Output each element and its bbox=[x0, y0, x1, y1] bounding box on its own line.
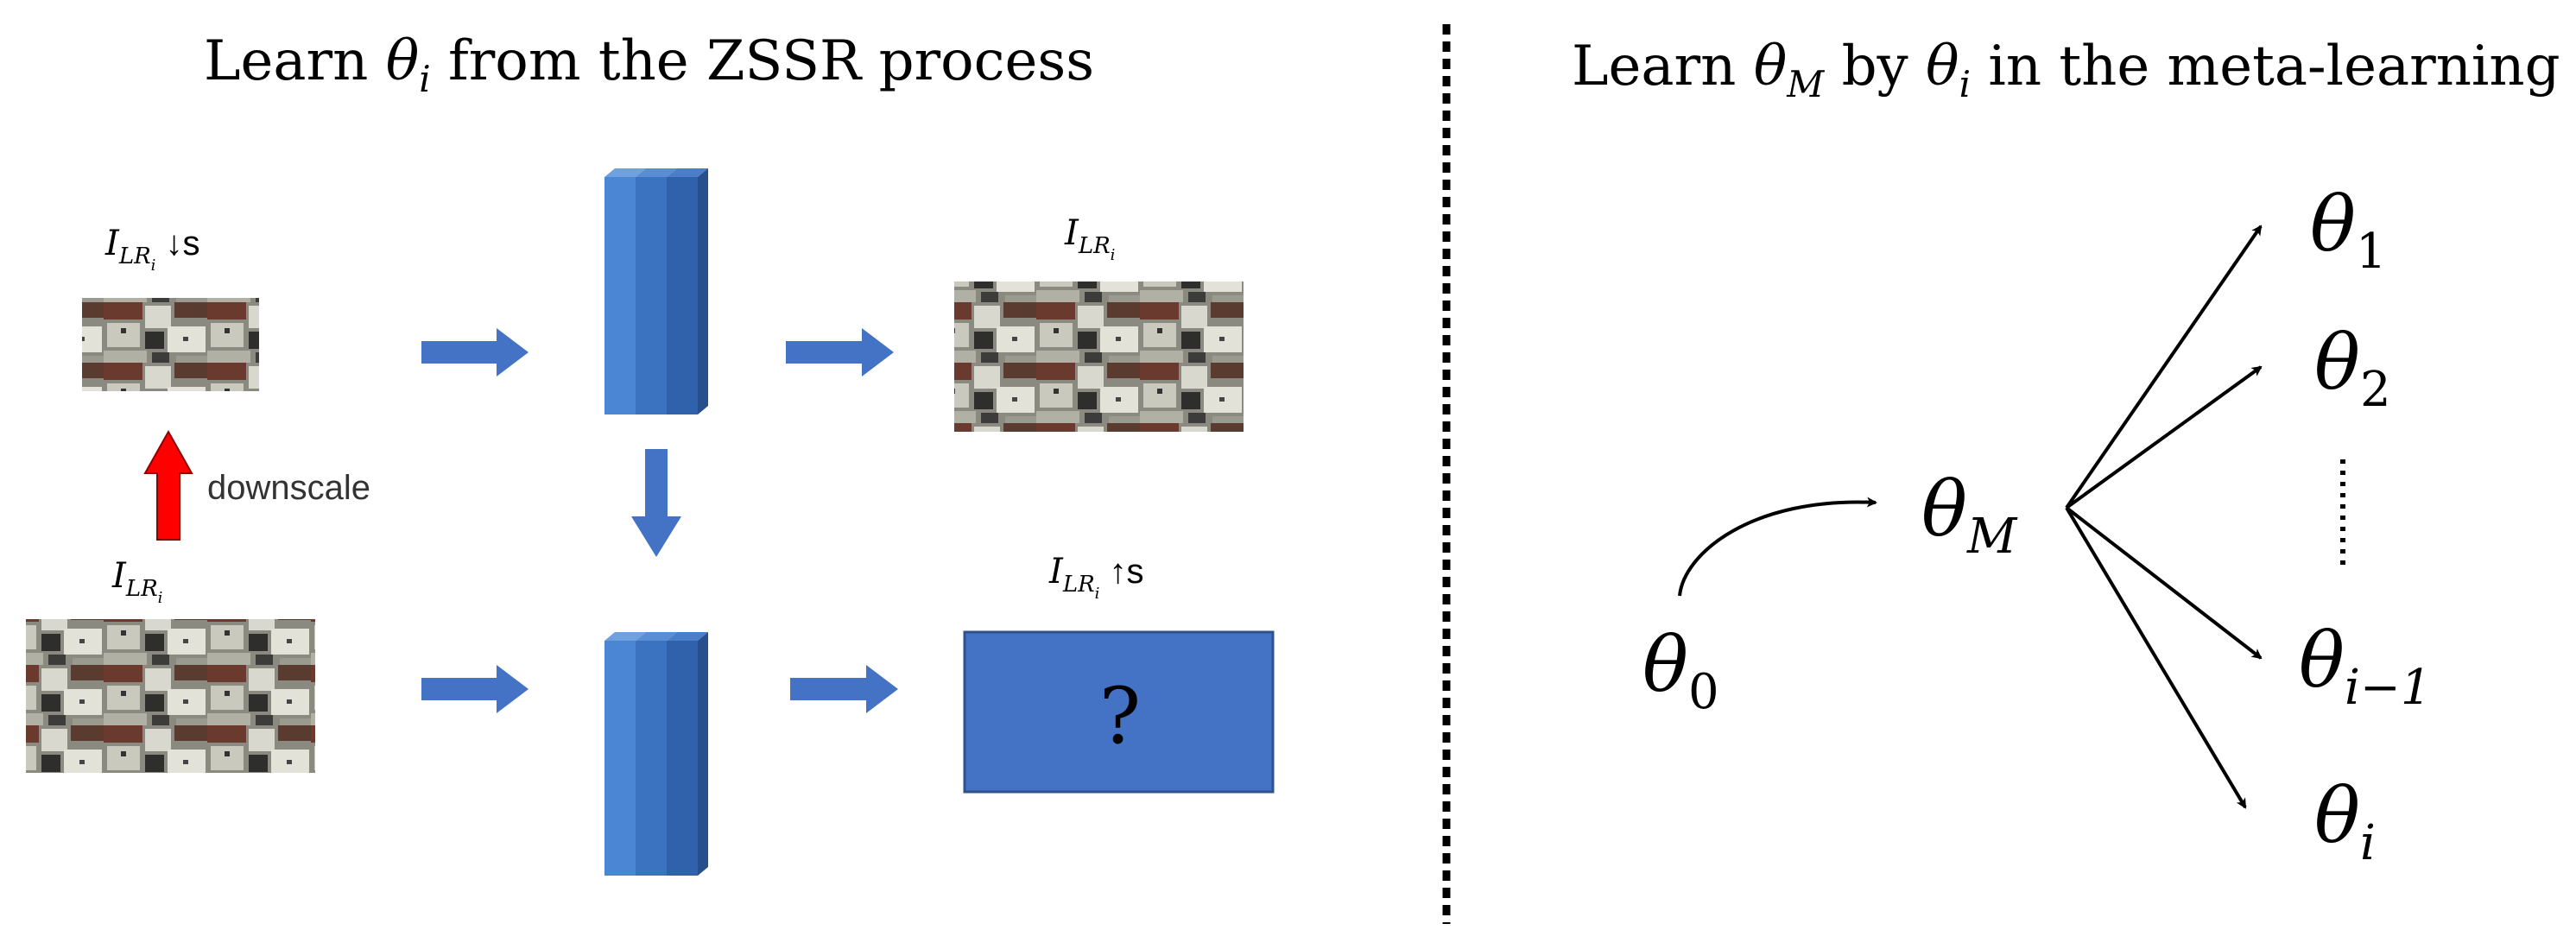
downscale-arrow-icon bbox=[143, 429, 193, 541]
label-lr-upscaled: ILRi ↑s bbox=[1048, 552, 1144, 603]
image-lr-downscaled bbox=[82, 298, 259, 391]
arrow-to-theta-i bbox=[2065, 506, 2247, 809]
downscale-label: downscale bbox=[207, 469, 370, 507]
node-theta2: θ2 bbox=[2314, 318, 2391, 418]
left-panel: Learn θi from the ZSSR process ILRi ↓s d… bbox=[26, 29, 1275, 876]
arrow-to-theta2 bbox=[2065, 365, 2263, 509]
arrow-theta0-to-thetaM bbox=[1678, 497, 1877, 597]
flow-arrow-1-icon bbox=[421, 328, 528, 376]
output-unknown-box bbox=[963, 630, 1275, 794]
flow-arrow-3-icon bbox=[421, 665, 528, 713]
right-panel: Learn θM by θi in the meta-learning θ0 θ… bbox=[1572, 35, 2560, 871]
flow-arrow-4-icon bbox=[790, 665, 898, 713]
flow-arrow-2-icon bbox=[786, 328, 894, 376]
label-lr-input: ILRi bbox=[111, 556, 162, 607]
image-lr-target bbox=[954, 282, 1244, 432]
node-thetaM: θM bbox=[1921, 465, 2018, 565]
node-theta0: θ0 bbox=[1642, 620, 1719, 720]
network-block-top bbox=[604, 168, 708, 414]
output-question-mark: ? bbox=[1099, 671, 1141, 762]
node-theta1: θ1 bbox=[2310, 180, 2387, 280]
label-lr-target: ILRi bbox=[1064, 213, 1115, 264]
image-lr-input bbox=[26, 619, 315, 773]
node-theta-i: θi bbox=[2314, 771, 2376, 871]
network-block-bottom bbox=[604, 632, 708, 876]
node-theta-i-minus-1: θi−1 bbox=[2299, 616, 2431, 716]
right-title: Learn θM by θi in the meta-learning bbox=[1572, 35, 2560, 105]
weight-transfer-arrow-icon bbox=[631, 449, 681, 557]
arrow-to-theta-i-minus-1 bbox=[2065, 506, 2263, 660]
label-lr-downscaled: ILRi ↓s bbox=[104, 224, 200, 275]
left-title: Learn θi from the ZSSR process bbox=[204, 29, 1094, 100]
arrow-to-theta1 bbox=[2065, 225, 2263, 509]
